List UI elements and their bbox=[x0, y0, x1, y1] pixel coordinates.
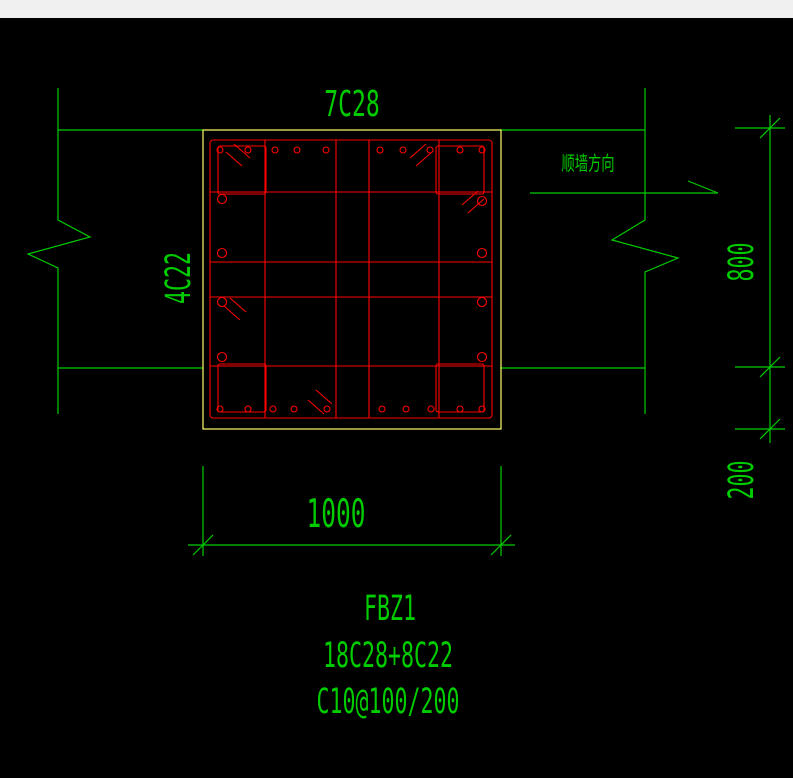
dim-800-label: 800 bbox=[721, 242, 762, 281]
horizontal-dimension bbox=[188, 466, 515, 556]
vertical-dimension bbox=[735, 115, 785, 443]
left-rebar-label: 4C22 bbox=[158, 252, 199, 304]
rebar-cage bbox=[209, 139, 493, 419]
element-name: FBZ1 bbox=[364, 588, 416, 629]
stirrup-note: C10@100/200 bbox=[317, 681, 460, 722]
dim-200-label: 200 bbox=[721, 460, 762, 499]
dim-width-label: 1000 bbox=[307, 491, 366, 537]
main-rebar-note: 18C28+8C22 bbox=[323, 635, 453, 676]
window-top-bar bbox=[0, 0, 793, 18]
wall-outline bbox=[26, 88, 680, 414]
cad-drawing-canvas[interactable]: 顺墙方向 800 200 1000 7C28 4C22 bbox=[0, 18, 793, 778]
top-rebar-label: 7C28 bbox=[324, 84, 379, 126]
direction-label: 顺墙方向 bbox=[562, 151, 615, 174]
direction-arrow bbox=[530, 180, 719, 194]
column-outline bbox=[202, 129, 502, 430]
